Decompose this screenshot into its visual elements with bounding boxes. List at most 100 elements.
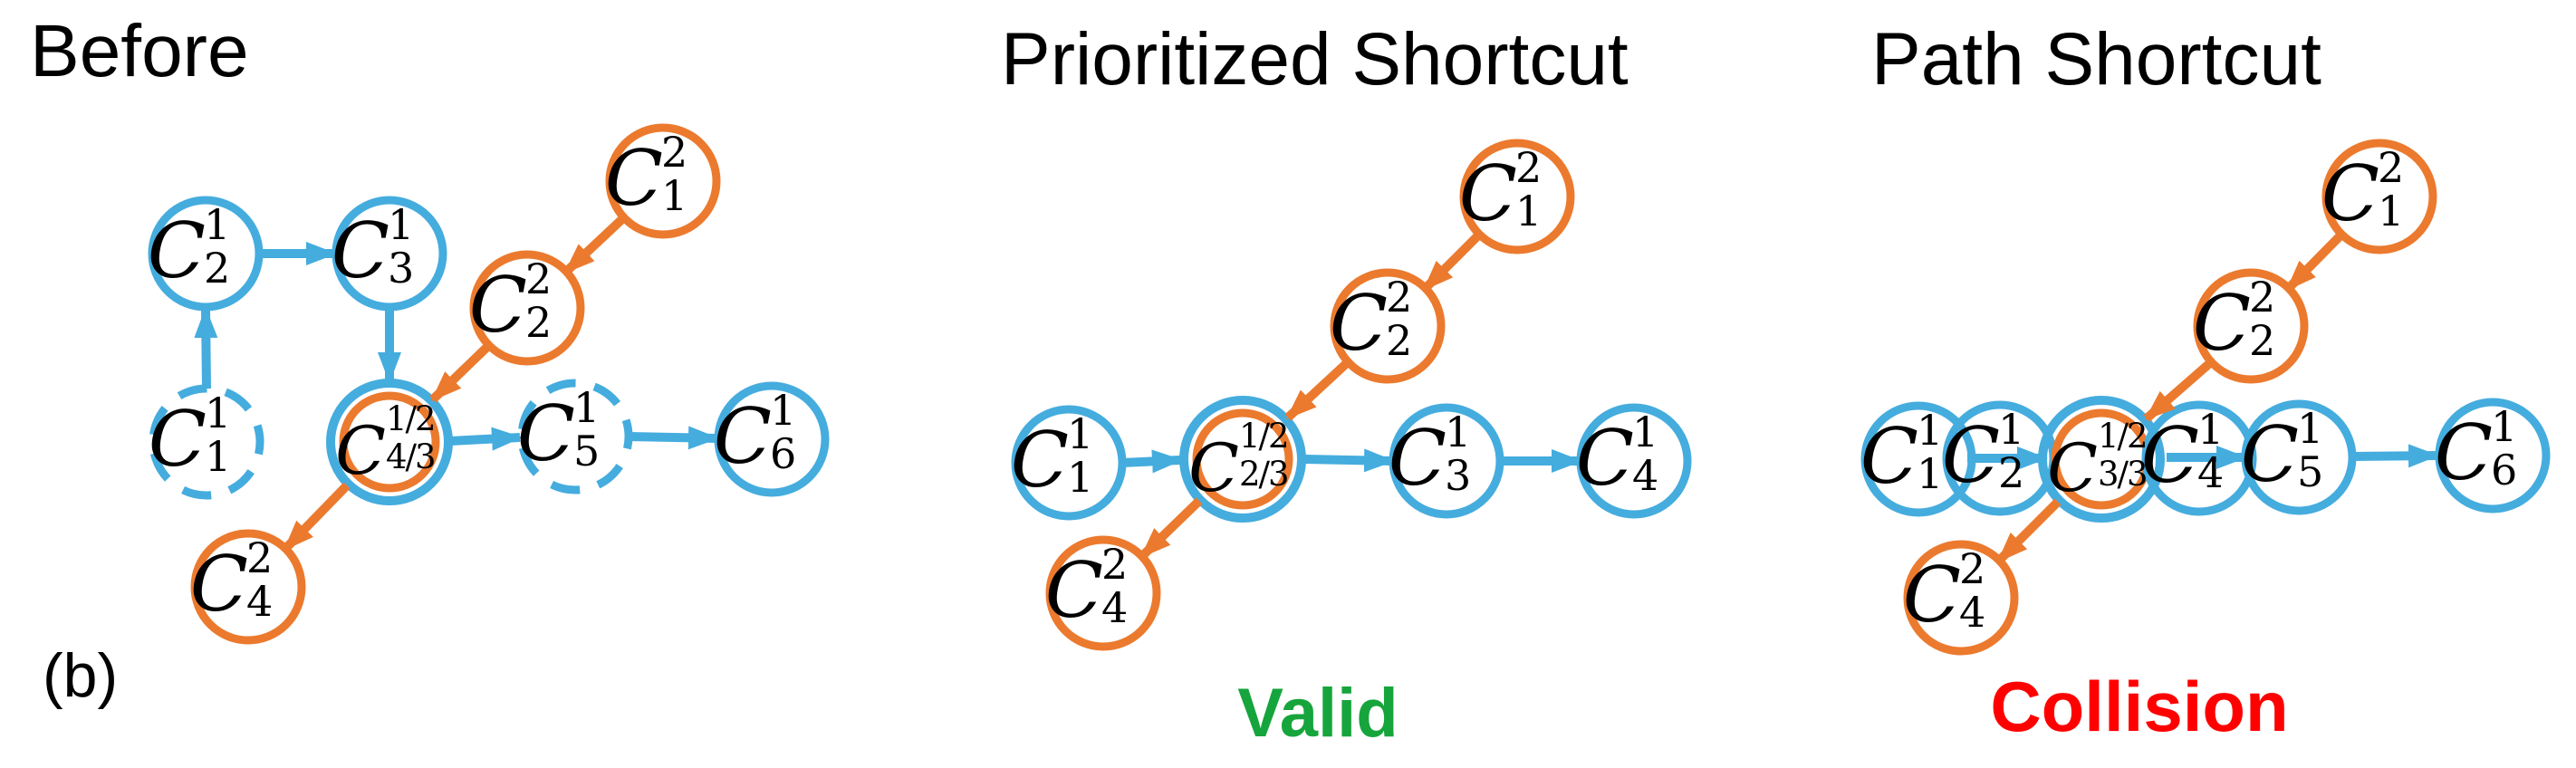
status-valid: Valid bbox=[1237, 675, 1399, 752]
panel-path-shortcut-node-C33-label-sup: 1/2 bbox=[2098, 417, 2147, 456]
panel-before-node-C5-1-label-sub: 5 bbox=[573, 427, 600, 475]
panel-before-node-C1-2-label-sup: 2 bbox=[661, 128, 687, 177]
panel-before-node-C2-1-label-base: C bbox=[148, 206, 206, 295]
panel-prioritized-shortcut-node-C4-2-label-sub: 4 bbox=[1101, 583, 1128, 632]
panel-path-shortcut-node-C4-1-label-sub: 4 bbox=[2197, 448, 2224, 497]
panel-path-shortcut-node-C4-2-circle bbox=[1903, 540, 2019, 656]
panel-path-shortcut-node-C1-2-label-sup: 2 bbox=[2378, 143, 2404, 192]
panel-path-shortcut-node-C1-1-label-sup: 1 bbox=[1917, 406, 1943, 455]
panel-before-node-C5-1-label-base: C bbox=[517, 389, 575, 478]
panel-before-node-C2-1-label-sub: 2 bbox=[204, 244, 230, 293]
panel-path-shortcut-edge-C1-2-to-C2-2 bbox=[2284, 230, 2346, 293]
panel-title-path-shortcut: Path Shortcut bbox=[1871, 18, 2321, 101]
panel-prioritized-shortcut-edge-C23-to-C3-1 bbox=[1304, 448, 1395, 473]
panel-prioritized-shortcut-node-C1-2-circle bbox=[1459, 139, 1575, 254]
panel-path-shortcut-node-C2-2-circle bbox=[2193, 268, 2309, 384]
panel-prioritized-shortcut-edge-C23-to-C4-2 bbox=[1139, 497, 1203, 560]
panel-before-node-C43-inner-ring bbox=[339, 391, 440, 493]
panel-path-shortcut-node-C4-1-circle bbox=[2141, 400, 2257, 516]
panel-before-edge-C2-2-to-C43 bbox=[429, 341, 493, 403]
panel-before-edge-C43-to-C4-2 bbox=[282, 482, 351, 552]
panel-before-node-C2-2-label-sub: 2 bbox=[525, 298, 552, 347]
panel-path-shortcut-node-C2-1-label-base: C bbox=[1942, 411, 2000, 500]
panel-before-node-C1-1-label-sup: 1 bbox=[205, 389, 231, 437]
panel-prioritized-shortcut-node-C4-2-circle bbox=[1045, 535, 1161, 651]
panel-before-node-C43-label-base: C bbox=[335, 413, 386, 490]
panel-before-node-C4-2-circle bbox=[190, 529, 306, 645]
panel-path-shortcut-node-C2-2-label-sub: 2 bbox=[2249, 316, 2275, 365]
panel-path-shortcut-node-C1-1-label-base: C bbox=[1860, 412, 1918, 501]
panel-prioritized-shortcut-node-C23-outer-ring bbox=[1179, 396, 1306, 523]
panel-path-shortcut-edge-C2-2-to-C33 bbox=[2143, 358, 2216, 422]
panel-before-node-C3-1-label-sub: 3 bbox=[388, 244, 414, 293]
panel-before-node-C4-2-label-base: C bbox=[190, 540, 248, 629]
panel-path-shortcut-node-C2-1-label-sup: 1 bbox=[1998, 405, 2024, 454]
panel-path-shortcut-node-C1-2-circle bbox=[2321, 139, 2437, 254]
panel-prioritized-shortcut-edge-C1-2-to-C2-2 bbox=[1421, 230, 1484, 293]
panel-prioritized-shortcut-node-C2-2-label-base: C bbox=[1330, 279, 1388, 368]
panel-before-node-C6-1-label-sub: 6 bbox=[770, 429, 796, 478]
panel-before-node-C2-2-label-sup: 2 bbox=[525, 254, 552, 303]
panel-before-node-C1-1-circle bbox=[149, 384, 264, 500]
panel-before-node-C43-outer-ring bbox=[326, 379, 453, 505]
panel-before-node-C5-1-circle bbox=[517, 379, 633, 494]
panel-before-node-C1-1-label-base: C bbox=[149, 395, 207, 484]
panel-prioritized-shortcut-node-C4-1-label-sub: 4 bbox=[1632, 451, 1658, 500]
panel-path-shortcut-node-C1-1-label-sub: 1 bbox=[1917, 449, 1943, 498]
panel-title-before: Before bbox=[30, 10, 249, 92]
panel-prioritized-shortcut-node-C2-2-label-sub: 2 bbox=[1386, 316, 1412, 365]
panel-path-shortcut-node-C2-2-label-base: C bbox=[2193, 279, 2251, 368]
panel-path-shortcut-node-C6-1-label-base: C bbox=[2435, 408, 2493, 497]
panel-path-shortcut-node-C33-label-sub: 3/3 bbox=[2098, 455, 2147, 494]
panel-prioritized-shortcut-node-C23-label-sup: 1/2 bbox=[1239, 417, 1288, 456]
panel-prioritized-shortcut-node-C4-1-label-sup: 1 bbox=[1632, 408, 1658, 456]
panel-prioritized-shortcut-node-C1-1-label-base: C bbox=[1011, 416, 1069, 504]
panel-before-node-C2-2-label-base: C bbox=[469, 261, 527, 350]
panel-prioritized-shortcut-node-C23-label-sub: 2/3 bbox=[1239, 455, 1288, 494]
panel-before-node-C6-1-label-base: C bbox=[714, 392, 772, 481]
panel-path-shortcut-node-C5-1-label-sup: 1 bbox=[2297, 404, 2323, 453]
panel-prioritized-shortcut-node-C1-2-label-sub: 1 bbox=[1515, 187, 1542, 235]
panel-before-node-C43-label-sub: 4/3 bbox=[386, 437, 435, 476]
panel-before-node-C43-label-sup: 1/2 bbox=[386, 399, 435, 438]
panel-path-shortcut-node-C4-2-label-sup: 2 bbox=[1959, 544, 1985, 593]
panel-prioritized-shortcut-node-C1-2-label-base: C bbox=[1459, 149, 1517, 238]
edges-layer bbox=[194, 214, 2439, 564]
panel-prioritized-shortcut-node-C3-1-label-sub: 3 bbox=[1445, 451, 1471, 500]
panel-prioritized-shortcut-edge-C1-1-to-C23 bbox=[1121, 449, 1183, 474]
panel-prioritized-shortcut-node-C23-label-base: C bbox=[1188, 430, 1239, 507]
panel-prioritized-shortcut-node-C2-2-circle bbox=[1330, 268, 1446, 384]
panel-before-node-C6-1-label-sup: 1 bbox=[770, 386, 796, 435]
panel-path-shortcut-node-C1-2-label-base: C bbox=[2321, 149, 2379, 238]
panel-path-shortcut-node-C4-2-label-sub: 4 bbox=[1959, 588, 1985, 637]
panel-path-shortcut-edge-C33-to-C4-2 bbox=[1995, 498, 2062, 564]
panel-before-node-C1-2-circle bbox=[605, 123, 721, 239]
panel-prioritized-shortcut-node-C3-1-label-sup: 1 bbox=[1445, 408, 1471, 456]
panel-prioritized-shortcut-node-C1-2-label-sup: 2 bbox=[1515, 143, 1542, 192]
panel-before-node-C4-2-label-sup: 2 bbox=[246, 533, 273, 582]
panel-before-node-C3-1-label-sup: 1 bbox=[388, 200, 414, 249]
panel-before-edge-C43-to-C5-1 bbox=[449, 427, 523, 451]
panel-before-node-C2-1-label-sup: 1 bbox=[204, 200, 230, 249]
panel-prioritized-shortcut-node-C4-2-label-sup: 2 bbox=[1101, 540, 1128, 589]
panel-prioritized-shortcut-node-C23-inner-ring bbox=[1192, 408, 1293, 510]
panel-prioritized-shortcut-edge-C2-2-to-C23 bbox=[1284, 358, 1352, 421]
panel-path-shortcut-node-C4-2-label-base: C bbox=[1903, 551, 1961, 639]
panel-prioritized-shortcut-node-C3-1-label-base: C bbox=[1389, 414, 1447, 503]
panel-path-shortcut-node-C2-2-label-sup: 2 bbox=[2249, 273, 2275, 322]
status-collision: Collision bbox=[1990, 667, 2289, 746]
panel-before-edge-C1-1-to-C2-1 bbox=[194, 307, 218, 389]
panel-prioritized-shortcut-node-C2-2-label-sup: 2 bbox=[1386, 273, 1412, 322]
panel-before-edge-C1-2-to-C2-2 bbox=[562, 214, 628, 275]
panel-path-shortcut-node-C33-label-base: C bbox=[2047, 430, 2098, 507]
panel-before-node-C1-2-label-sub: 1 bbox=[661, 171, 687, 220]
panel-path-shortcut-node-C6-1-circle bbox=[2435, 398, 2551, 514]
panel-path-shortcut-node-C6-1-label-sup: 1 bbox=[2491, 402, 2517, 451]
panel-prioritized-shortcut-node-C1-1-label-sup: 1 bbox=[1067, 409, 1093, 458]
panel-title-prioritized-shortcut: Prioritized Shortcut bbox=[1001, 18, 1629, 101]
panel-path-shortcut-node-C1-2-label-sub: 1 bbox=[2378, 187, 2404, 235]
panel-path-shortcut-node-C5-1-label-base: C bbox=[2241, 410, 2299, 499]
